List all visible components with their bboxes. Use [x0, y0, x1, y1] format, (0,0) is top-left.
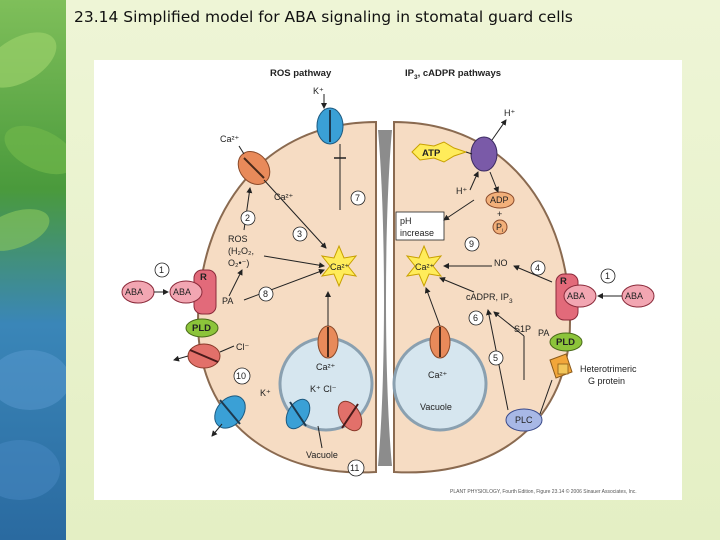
ca2-channel-label: Ca²⁺	[220, 134, 240, 144]
ros-label: ROS	[228, 234, 248, 244]
ca-star-left-label: Ca²⁺	[330, 262, 350, 272]
aba-signaling-figure: ROS pathway IP3, cADPR pathways K⁺ Ca²⁺ …	[94, 60, 682, 500]
ca2-inside-label: Ca²⁺	[274, 192, 294, 202]
svg-text:9: 9	[469, 239, 474, 249]
aba-bound-right	[563, 284, 597, 308]
pa-left-label: PA	[222, 296, 233, 306]
step-number-3: 3	[292, 226, 308, 242]
stomatal-pore	[378, 130, 392, 466]
k-plus-bottom-label: K⁺	[260, 388, 271, 398]
vacuole-left-ca-label: Ca²⁺	[316, 362, 336, 372]
h-plus-top-label: H⁺	[504, 108, 515, 118]
svg-text:1: 1	[605, 271, 610, 281]
svg-text:11: 11	[350, 463, 359, 473]
ip3-header: IP3, cADPR pathways	[405, 68, 501, 81]
aba-free-left-label: ABA	[125, 287, 143, 297]
vacuole-right-label: Vacuole	[420, 402, 452, 412]
svg-text:3: 3	[297, 229, 302, 239]
pa-right-label: PA	[538, 328, 549, 338]
cadpr-label: cADPR, IP3	[466, 292, 513, 305]
step-number-7: 7	[350, 190, 366, 206]
pld-left-label: PLD	[192, 323, 211, 334]
aba-bound-left-label: ABA	[173, 287, 191, 297]
step-number-1-left: 1	[154, 262, 170, 278]
adp-oval	[485, 191, 515, 209]
ca-star-right-label: Ca²⁺	[415, 262, 435, 272]
aba-bound-left	[169, 280, 203, 304]
svg-text:6: 6	[473, 313, 478, 323]
g-protein-subunit	[557, 363, 569, 375]
vacuole-left-label: Vacuole	[306, 450, 338, 460]
step-number-8: 8	[258, 286, 274, 302]
heterotrimeric-label: Heterotrimeric	[580, 364, 637, 374]
increase-label: increase	[400, 228, 434, 238]
h-atpase	[470, 136, 498, 172]
ca-star-right	[405, 244, 443, 288]
adp-label: ADP	[490, 195, 509, 205]
svg-text:4: 4	[535, 263, 540, 273]
step-number-10: 10	[233, 367, 251, 385]
aba-bound-right-label: ABA	[567, 291, 585, 301]
receptor-r-left: R	[200, 272, 207, 283]
slide-title: 23.14 Simplified model for ABA signaling…	[74, 8, 573, 26]
svg-text:2: 2	[245, 213, 250, 223]
step-number-2: 2	[240, 210, 256, 226]
step-number-11: 11	[347, 459, 365, 477]
vacuole-right-ca-label: Ca²⁺	[428, 370, 448, 380]
receptor-r-right: R	[560, 276, 567, 287]
h-plus-inside-label: H⁺	[456, 186, 467, 196]
pld-right-label: PLD	[556, 337, 575, 348]
cl-minus-label: Cl⁻	[236, 342, 249, 352]
ros-o2-label: O₂•⁻)	[228, 258, 249, 268]
atp-label: ATP	[422, 148, 441, 159]
svg-text:7: 7	[355, 193, 360, 203]
ph-increase-box	[395, 211, 445, 241]
figure-credit: PLANT PHYSIOLOGY, Fourth Edition, Figure…	[450, 488, 637, 495]
no-label: NO	[494, 258, 508, 268]
svg-text:8: 8	[263, 289, 268, 299]
svg-text:5: 5	[493, 353, 498, 363]
pi-label: Pi	[496, 222, 503, 234]
k-plus-top-label: K⁺	[313, 86, 324, 96]
pi-circle	[492, 219, 508, 235]
guard-cell-diagram: ROS pathway IP3, cADPR pathways K⁺ Ca²⁺ …	[121, 68, 655, 495]
g-protein-label: G protein	[588, 376, 625, 386]
plc-label: PLC	[515, 415, 533, 425]
svg-text:10: 10	[236, 371, 246, 381]
plc-oval	[505, 408, 543, 432]
pld-right	[549, 332, 583, 352]
aba-free-right-label: ABA	[625, 291, 643, 301]
step-number-5: 5	[488, 350, 504, 366]
ca-star-left	[320, 244, 358, 288]
vacuole-ions-label: K⁺ Cl⁻	[310, 384, 337, 394]
plus-label: +	[497, 209, 502, 219]
pld-left	[185, 318, 219, 338]
ph-label: pH	[400, 216, 412, 226]
step-number-4: 4	[530, 260, 546, 276]
step-number-6: 6	[468, 310, 484, 326]
leaf-background-strip	[0, 0, 66, 540]
ros-pathway-header: ROS pathway	[270, 68, 332, 79]
step-number-1-right: 1	[600, 268, 616, 284]
svg-text:1: 1	[159, 265, 164, 275]
ros-h2o2-label: (H₂O₂,	[228, 246, 254, 256]
step-number-9: 9	[464, 236, 480, 252]
s1p-label: S1P	[514, 324, 531, 334]
